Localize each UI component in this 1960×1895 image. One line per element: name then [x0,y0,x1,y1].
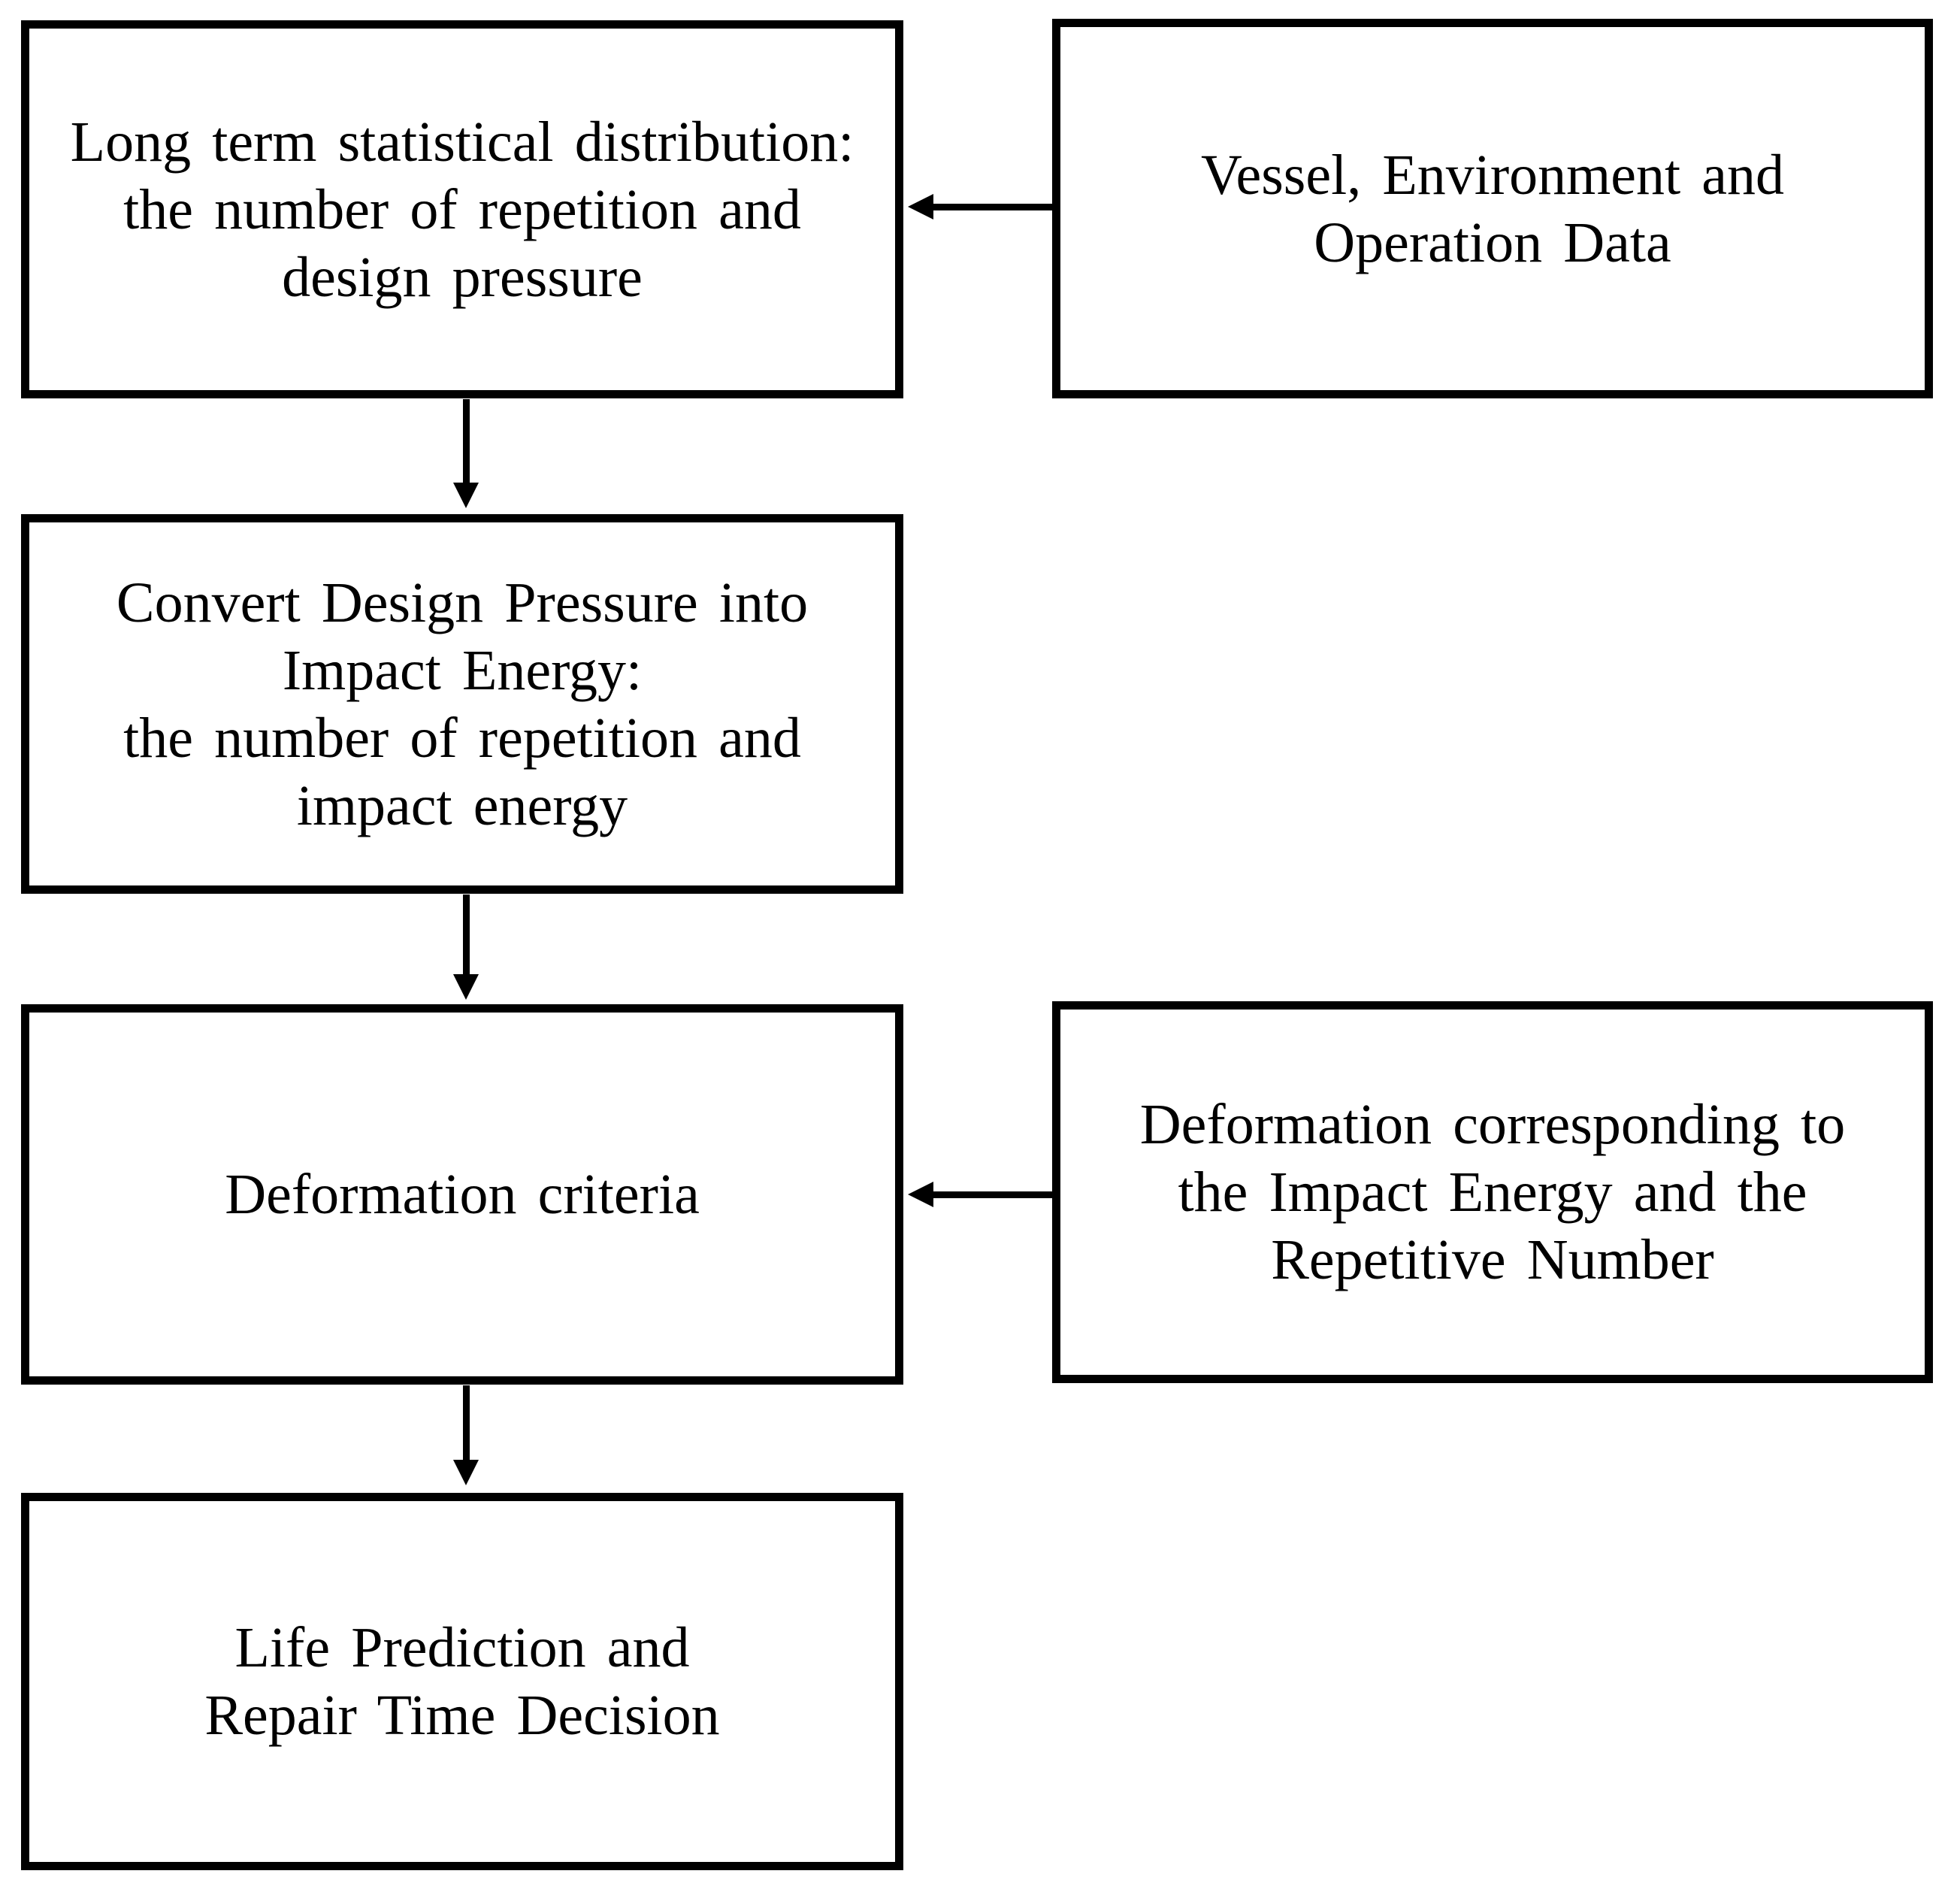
arrow-criteria-to-life [453,1385,479,1485]
arrowhead-down-icon [453,1460,479,1485]
arrowhead-down-icon [453,483,479,508]
box-long-term-distribution-label: Long term statistical distribution: the … [70,110,854,309]
box-life-prediction-label: Life Prediction and Repair Time Decision [204,1616,720,1747]
arrow-shaft [933,1191,1057,1198]
box-vessel-environment-operation: Vessel, Environment and Operation Data [1052,19,1933,398]
arrow-deformation-to-criteria [908,1182,1057,1207]
box-vessel-environment-operation-label: Vessel, Environment and Operation Data [1201,143,1784,274]
box-convert-design-pressure-label: Convert Design Pressure into Impact Ener… [116,571,809,837]
arrow-convert-to-criteria [453,895,479,1000]
box-deformation-corresponding: Deformation corresponding to the Impact … [1052,1001,1933,1383]
arrow-shaft [933,203,1057,210]
arrow-shaft [462,1385,470,1460]
box-deformation-criteria-label: Deformation criteria [225,1163,700,1226]
arrow-shaft [462,895,470,974]
box-life-prediction: Life Prediction and Repair Time Decision [21,1493,903,1870]
arrowhead-left-icon [908,1182,933,1207]
arrow-vessel-to-longterm [908,194,1057,219]
box-long-term-distribution: Long term statistical distribution: the … [21,20,903,398]
box-deformation-corresponding-label: Deformation corresponding to the Impact … [1139,1093,1846,1291]
arrow-longterm-to-convert [453,399,479,508]
arrow-shaft [462,399,470,483]
box-deformation-criteria: Deformation criteria [21,1004,903,1385]
box-convert-design-pressure: Convert Design Pressure into Impact Ener… [21,514,903,894]
arrowhead-down-icon [453,974,479,1000]
arrowhead-left-icon [908,194,933,219]
